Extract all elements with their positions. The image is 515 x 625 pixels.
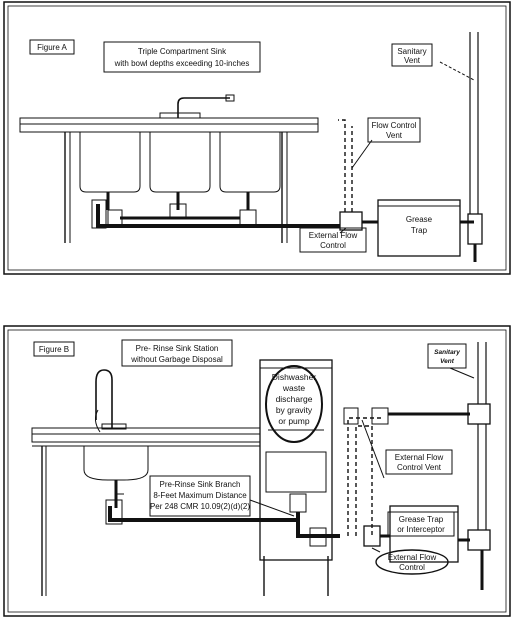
- external-flow-control-callout: [375, 549, 449, 575]
- flow-control-vent-label-1: Flow Control: [372, 121, 417, 130]
- figure-b-frame: [3, 325, 511, 617]
- flow-control-vent-box: [367, 117, 421, 143]
- prerinse-faucet: [95, 369, 113, 428]
- faucet-base: [159, 112, 201, 119]
- external-flow-label-2: Control: [320, 241, 346, 250]
- grease-trap-label-1: Grease: [406, 215, 433, 224]
- prerinse-branch-label-1: Pre-Rinse Sink Branch: [160, 480, 241, 489]
- external-flow-vent-box: [385, 449, 453, 475]
- figure-b-tag: Figure B: [39, 345, 69, 354]
- dishwasher-unit: [259, 359, 333, 561]
- external-flow-control: [339, 211, 363, 231]
- dishwasher-label-2: waste: [282, 383, 305, 393]
- figure-a-title-line1: Triple Compartment Sink: [138, 47, 227, 56]
- external-flow-control-label-1: External Flow: [388, 553, 437, 562]
- dishwasher-label-4: by gravity: [276, 405, 313, 415]
- flow-control-vent-pipe-b: [347, 417, 384, 536]
- external-flow-control-label-2: Control: [399, 563, 425, 572]
- dishwasher-label-5: or pump: [278, 416, 309, 426]
- sanitary-vent-label-b1: Sanitary: [434, 349, 460, 356]
- sink-bowl: [79, 132, 141, 193]
- flow-control-vent-pipe: [338, 119, 346, 212]
- sink-counter: [19, 117, 319, 133]
- figure-a-frame: [3, 1, 511, 275]
- external-flow-label-1: External Flow: [309, 231, 358, 240]
- prerinse-branch-box: [149, 475, 251, 517]
- prerinse-drain: [108, 506, 300, 522]
- grease-interceptor-box: [387, 511, 455, 537]
- grease-interceptor-label-2: or Interceptor: [397, 525, 445, 534]
- grease-interceptor-label-1: Grease Trap: [399, 515, 444, 524]
- sink-bowl: [219, 132, 281, 193]
- figure-a-labels: Figure A Triple Compartment Sink with bo…: [37, 43, 433, 250]
- figure-a-tag-box: [29, 39, 75, 55]
- flow-control-vent-label-2: Vent: [386, 131, 403, 140]
- figure-a: [3, 1, 511, 275]
- figure-b: [3, 325, 511, 617]
- figure-a-title-box: [103, 41, 261, 73]
- figure-b-labels: Figure B Pre- Rinse Sink Station without…: [39, 344, 460, 572]
- prerinse-bowl: [83, 446, 149, 481]
- external-flow-vent-label-1: External Flow: [395, 453, 444, 462]
- figure-a-inner-frame: [7, 5, 507, 271]
- figure-a-tag: Figure A: [37, 43, 67, 52]
- sanitary-vent-box: [391, 43, 433, 67]
- external-flow-control-b: [363, 525, 381, 547]
- figure-b-title-box: [121, 339, 233, 367]
- sanitary-vent-label-b2: Vent: [440, 358, 455, 365]
- sanitary-vent-label-a1: Sanitary: [397, 47, 426, 56]
- dishwasher-discharge-callout: [265, 365, 323, 443]
- figure-b-inner-frame: [7, 329, 507, 613]
- external-flow-vent-label-2: Control Vent: [397, 463, 442, 472]
- prerinse-branch-label-3: Per 248 CMR 10.09(2)(d)(2): [150, 502, 250, 511]
- figure-b-tag-box: [33, 341, 75, 357]
- sink-bowl: [149, 132, 211, 193]
- prerinse-counter: [31, 427, 261, 443]
- faucet: [177, 97, 230, 118]
- dishwasher-basket: [265, 451, 327, 493]
- grease-interceptor: [389, 505, 459, 563]
- sanitary-vent-label-a2: Vent: [404, 56, 421, 65]
- grease-trap-label-2: Trap: [411, 226, 428, 235]
- grease-trap: [377, 199, 461, 257]
- figure-a-title-line2: with bowl depths exceeding 10-inches: [114, 59, 250, 68]
- external-flow-control-box: [299, 227, 367, 253]
- sanitary-vent-box-b: [427, 343, 467, 369]
- figure-b-title-line2: without Garbage Disposal: [130, 355, 223, 364]
- dishwasher-label-3: discharge: [276, 394, 313, 404]
- prerinse-branch-label-2: 8-Feet Maximum Distance: [153, 491, 247, 500]
- drain-pipe: [96, 204, 340, 228]
- dishwasher-label-1: Dishwasher: [272, 372, 317, 382]
- figure-b-title-line1: Pre- Rinse Sink Station: [136, 344, 219, 353]
